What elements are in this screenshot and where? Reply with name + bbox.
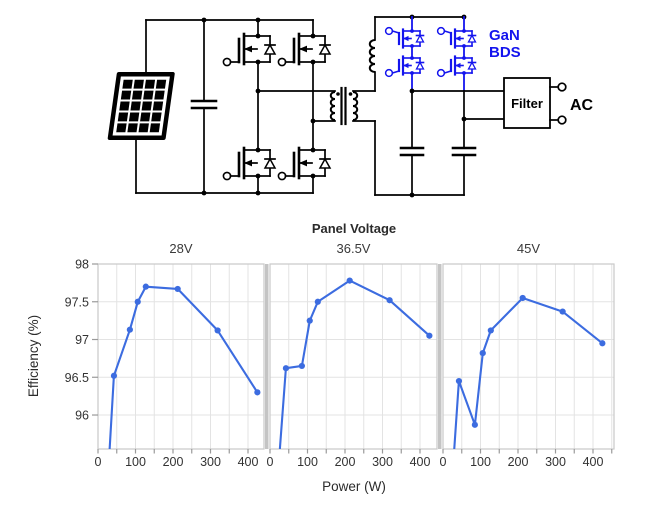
x-tick-label: 0 xyxy=(95,455,102,469)
data-point-marker xyxy=(142,283,149,290)
mosfet-symbol xyxy=(222,146,277,181)
data-point-marker xyxy=(254,389,261,396)
y-tick-label: 98 xyxy=(75,258,89,272)
efficiency-series-line xyxy=(453,296,604,449)
gan-bds-label-line2: BDS xyxy=(489,44,521,61)
efficiency-chart: 0 100 200 300 400 28V 0 100 200 300 400 36.5V 0 100 20… xyxy=(26,221,615,501)
panel-title-36.5V: 36.5V xyxy=(337,241,371,256)
y-tick-label: 97 xyxy=(75,333,89,347)
coil xyxy=(329,91,336,121)
y-tick-label: 97.5 xyxy=(65,295,89,309)
x-tick-label: 0 xyxy=(267,455,274,469)
data-point-marker xyxy=(426,332,433,339)
x-tick-label: 100 xyxy=(297,455,318,469)
efficiency-series-line xyxy=(108,285,259,449)
data-point-marker xyxy=(455,377,463,385)
mosfet-symbol xyxy=(277,146,332,181)
gan-bds-label-line1: GaN xyxy=(489,27,520,44)
junction-dot xyxy=(348,92,353,96)
gan-mosfet-symbol xyxy=(384,55,425,78)
y-tick-label: 96.5 xyxy=(65,371,89,385)
ac-label: AC xyxy=(570,97,594,114)
data-point-marker xyxy=(559,308,566,315)
data-point-marker xyxy=(134,298,141,305)
coil xyxy=(368,39,376,73)
chart-panel-36.5V: 0 100 200 300 400 36.5V xyxy=(267,241,438,478)
mosfet-symbol xyxy=(277,32,332,67)
data-point-marker xyxy=(298,362,305,370)
chart-panel-28V: 0 100 200 300 400 28V xyxy=(95,241,265,469)
data-point-marker xyxy=(110,372,118,379)
x-tick-label: 200 xyxy=(335,455,356,469)
y-tick-label: 96 xyxy=(75,409,89,423)
panel-border xyxy=(269,263,438,450)
circuit-diagram: GaN BDS Filter AC xyxy=(107,14,594,198)
junction-dot xyxy=(462,56,466,60)
x-tick-label: 200 xyxy=(508,455,529,469)
junction-dot xyxy=(462,29,466,33)
x-tick-label: 200 xyxy=(163,455,184,469)
x-tick-label: 0 xyxy=(440,455,447,469)
data-point-marker xyxy=(479,350,486,357)
data-point-marker xyxy=(214,327,221,334)
data-point-marker xyxy=(126,326,133,333)
terminal-circle xyxy=(557,115,567,125)
mosfet-symbol xyxy=(222,32,277,67)
data-point-marker xyxy=(386,297,393,304)
x-tick-label: 300 xyxy=(545,455,566,469)
data-point-marker xyxy=(471,421,478,428)
x-tick-label: 100 xyxy=(470,455,491,469)
data-point-marker xyxy=(282,365,290,372)
junction-dot xyxy=(310,147,316,153)
solar-panel-icon xyxy=(107,72,175,140)
x-tick-label: 300 xyxy=(200,455,221,469)
data-point-marker xyxy=(346,277,353,284)
junction-dot xyxy=(410,29,414,33)
panel-title-45V: 45V xyxy=(517,241,540,256)
coil xyxy=(352,91,359,121)
data-point-marker xyxy=(487,327,494,334)
data-point-marker xyxy=(174,285,181,293)
panel-title-28V: 28V xyxy=(169,241,192,256)
data-point-marker xyxy=(448,495,454,501)
junction-dot xyxy=(255,147,261,153)
data-point-marker xyxy=(306,317,313,324)
x-tick-label: 300 xyxy=(372,455,393,469)
terminal-circle xyxy=(557,82,567,92)
efficiency-series-line xyxy=(278,279,431,449)
y-axis-label: Efficiency (%) xyxy=(26,315,41,397)
panel-separator xyxy=(438,264,442,449)
junction-dot xyxy=(410,56,414,60)
x-axis-label: Power (W) xyxy=(322,479,386,494)
filter-box xyxy=(503,77,551,129)
panel-separator xyxy=(265,264,269,449)
chart-panel-45V: 0 100 200 300 400 45V xyxy=(440,241,615,501)
x-tick-label: 400 xyxy=(410,455,431,469)
data-point-marker xyxy=(519,294,526,302)
filter-label: Filter xyxy=(511,96,543,111)
x-tick-label: 400 xyxy=(583,455,604,469)
circuit-geometry xyxy=(107,14,567,198)
junction-dot xyxy=(336,92,340,96)
panel-border xyxy=(97,263,265,450)
junction-dot xyxy=(310,33,316,39)
data-point-marker xyxy=(314,298,321,305)
data-point-marker xyxy=(599,340,606,347)
junction-dot xyxy=(255,33,261,39)
x-tick-label: 400 xyxy=(238,455,259,469)
gan-mosfet-symbol xyxy=(384,26,425,49)
gan-mosfet-symbol xyxy=(436,55,477,78)
chart-title: Panel Voltage xyxy=(312,221,396,236)
x-tick-label: 100 xyxy=(125,455,146,469)
gan-mosfet-symbol xyxy=(436,26,477,49)
data-point-marker xyxy=(275,472,281,478)
panel-border xyxy=(442,263,615,450)
